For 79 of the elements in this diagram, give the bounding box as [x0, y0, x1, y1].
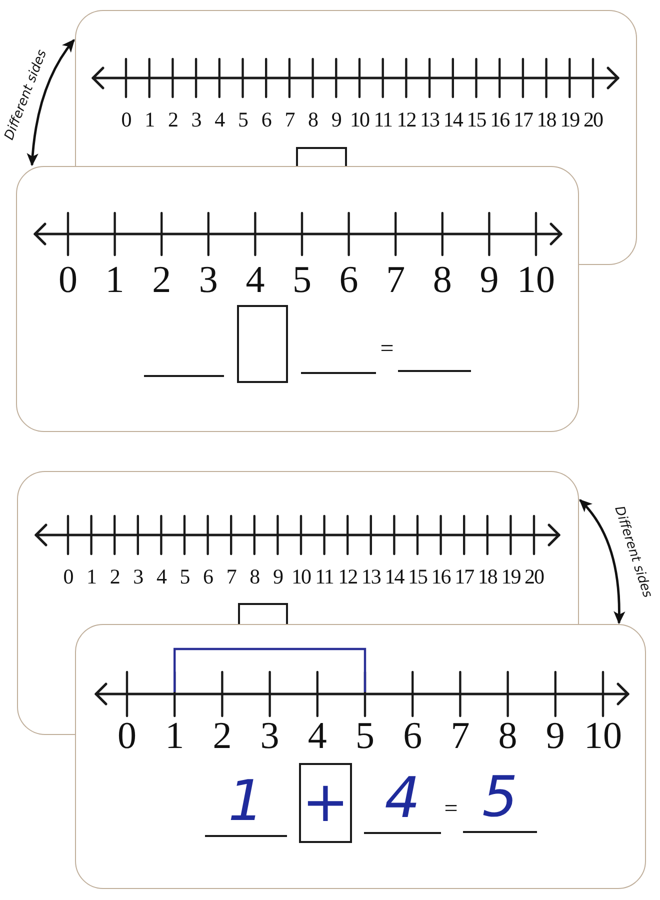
tick-label: 11: [374, 110, 392, 130]
tick-label: 1: [144, 110, 154, 130]
tick-label: 15: [408, 566, 427, 588]
tick-label: 11: [315, 566, 334, 588]
whiteboard-card: [17, 471, 579, 624]
tick-label: 7: [386, 261, 406, 299]
tick-label: 8: [432, 261, 452, 299]
tick-label: 19: [560, 110, 580, 130]
curved-double-arrow: [579, 499, 625, 624]
tick-label: 3: [260, 717, 280, 755]
answer-box: [238, 603, 288, 625]
fill-in-line: 5: [463, 770, 537, 833]
tick-label: 5: [356, 717, 374, 755]
tick-label: 14: [384, 566, 404, 588]
tick-label: 10: [350, 110, 369, 130]
tick-label: 13: [361, 566, 380, 588]
tick-label: 8: [250, 566, 260, 588]
tick-label: 15: [466, 110, 486, 130]
tick-label: 17: [454, 566, 474, 588]
tick-label: 0: [118, 717, 136, 755]
answer-box: [296, 147, 347, 167]
tick-label: 10: [292, 566, 310, 588]
tick-label: 6: [403, 717, 422, 755]
tick-label: 17: [513, 110, 532, 130]
tick-label: 0: [63, 566, 73, 588]
tick-label: 12: [396, 110, 416, 130]
tick-label: 1: [105, 261, 124, 299]
tick-label: 9: [546, 717, 565, 755]
tick-label: 3: [191, 110, 201, 130]
tick-label: 14: [443, 110, 462, 130]
equals-sign: =: [444, 797, 458, 821]
whiteboard-card: [75, 10, 637, 166]
tick-label: 2: [212, 717, 232, 755]
tick-label: 9: [272, 566, 282, 588]
fill-in-line: 4: [364, 771, 441, 834]
tick-label: 3: [198, 261, 218, 299]
tick-label: 18: [536, 110, 556, 130]
tick-label: 4: [214, 110, 224, 130]
tick-label: 12: [338, 566, 358, 588]
tick-label: 13: [420, 110, 440, 130]
answer-box: [237, 305, 288, 383]
answer-box: +: [299, 763, 352, 843]
tick-label: 6: [339, 261, 358, 299]
curved-double-arrow: [26, 38, 75, 166]
tick-label: 2: [152, 261, 172, 299]
tick-label: 4: [308, 717, 327, 755]
tick-label: 10: [584, 717, 622, 755]
tick-label: 7: [226, 566, 236, 588]
fill-in-line: 1: [205, 774, 287, 837]
tick-label: 1: [165, 717, 184, 755]
tick-label: 2: [110, 566, 120, 588]
tick-label: 4: [246, 261, 265, 299]
whiteboard-card: [75, 624, 646, 889]
tick-label: 6: [261, 110, 271, 130]
tick-label: 7: [284, 110, 294, 130]
tick-label: 3: [133, 566, 143, 588]
tick-label: 8: [498, 717, 518, 755]
tick-label: 0: [58, 261, 78, 299]
tick-label: 16: [490, 110, 510, 130]
tick-label: 8: [308, 110, 318, 130]
tick-label: 10: [517, 261, 555, 299]
whiteboard-card: [16, 166, 579, 432]
tick-label: 1: [86, 566, 96, 588]
tick-label: 5: [238, 110, 248, 130]
tick-label: 19: [501, 566, 520, 588]
equals-sign: =: [380, 337, 394, 361]
tick-label: 6: [203, 566, 213, 588]
tick-label: 20: [584, 110, 602, 130]
tick-label: 9: [331, 110, 341, 130]
tick-label: 0: [121, 110, 131, 130]
tick-label: 18: [478, 566, 497, 588]
tick-label: 2: [168, 110, 178, 130]
tick-label: 20: [524, 566, 544, 588]
tick-label: 4: [156, 566, 166, 588]
tick-label: 5: [292, 261, 312, 299]
tick-label: 5: [180, 566, 190, 588]
tick-label: 9: [480, 261, 499, 299]
tick-label: 16: [431, 566, 450, 588]
tick-label: 7: [450, 717, 470, 755]
